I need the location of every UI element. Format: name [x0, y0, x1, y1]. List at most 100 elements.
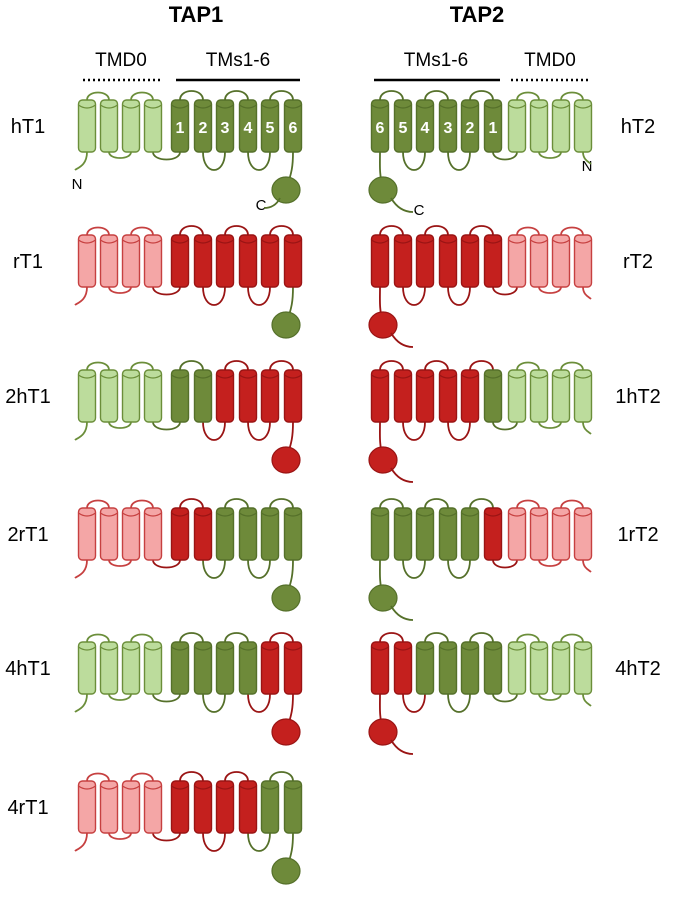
core-loop: [224, 225, 249, 236]
core-helix-2-cap: [394, 512, 412, 517]
tmd0-helix-2-cap: [100, 374, 118, 379]
tmd0-helix-2: [99, 234, 119, 288]
core-helix-5: [260, 507, 280, 561]
tmd0-helix-4: [143, 369, 163, 423]
tmd0-helix-4: [573, 99, 593, 153]
core-helix-6-cap: [484, 239, 502, 244]
tmd0-helix-4-cap: [144, 785, 162, 790]
tmd0-helix-4-cap: [574, 104, 592, 109]
tmd0-helix-1: [77, 641, 97, 695]
core-helix-3: [415, 507, 435, 561]
core-helix-4: [438, 507, 458, 561]
tmd0-helix-2: [99, 780, 119, 834]
core-helix-1-cap: [371, 646, 389, 651]
n-terminal-tail: [582, 151, 592, 165]
tmd0-helix-1-cap: [78, 239, 96, 244]
tmd0-helix-3-cap: [552, 512, 570, 517]
nbd-domain: [271, 718, 301, 746]
core-helix-1: [170, 780, 190, 834]
core-loop: [247, 151, 271, 171]
core-helix-6-cap: [284, 374, 302, 379]
helix-number-label: 6: [289, 120, 298, 137]
core-helix-5-cap: [261, 646, 279, 651]
core-helix-3-cap: [416, 104, 434, 109]
core-helix-2-cap: [394, 104, 412, 109]
tmd0-loop: [538, 693, 562, 701]
tmd0-core-linker: [492, 151, 518, 161]
core-loop: [447, 559, 471, 579]
tmd0-helix-4: [143, 780, 163, 834]
tmd0-loop: [516, 91, 540, 101]
core-loop: [269, 498, 294, 509]
tmd0-loop: [560, 226, 584, 236]
tmd0-loop: [560, 633, 584, 643]
tap1-tmd0-header: TMD0: [95, 50, 147, 71]
tmd0-helix-3-cap: [122, 239, 140, 244]
core-helix-5-cap: [261, 239, 279, 244]
core-loop: [179, 498, 204, 509]
core-helix-2: [393, 234, 413, 288]
nbd-domain: [368, 311, 398, 339]
tmd0-loop: [538, 286, 562, 294]
helix-number-label: 5: [266, 120, 275, 137]
tmd0-helix-3: [551, 641, 571, 695]
core-helix-6: [483, 641, 503, 695]
tmd0-helix-1-cap: [508, 646, 526, 651]
n-terminal-tail: [74, 693, 88, 713]
core-loop: [402, 151, 426, 171]
tmd0-helix-3: [121, 507, 141, 561]
tmd0-loop: [86, 772, 110, 782]
tmd0-core-linker: [152, 559, 181, 569]
core-helix-4: [238, 780, 258, 834]
core-helix-5-cap: [261, 374, 279, 379]
tmd0-helix-2-cap: [530, 512, 548, 517]
core-helix-6-cap: [284, 512, 302, 517]
core-helix-5: [460, 99, 480, 153]
tmd0-helix-4-cap: [574, 239, 592, 244]
nbd-domain: [368, 718, 398, 746]
tmd0-helix-2: [529, 641, 549, 695]
core-helix-2: [393, 99, 413, 153]
topology-4hT2: [368, 632, 593, 755]
core-helix-5-cap: [261, 785, 279, 790]
core-helix-1: [370, 234, 390, 288]
core-helix-2: [193, 507, 213, 561]
core-loop: [202, 559, 226, 579]
c-terminal-tail: [390, 605, 414, 621]
row-label-1hT2: 1hT2: [615, 386, 661, 408]
core-helix-4: [438, 641, 458, 695]
core-helix-4: [438, 369, 458, 423]
c-terminal-tail: [390, 332, 414, 348]
core-helix-1: [170, 99, 190, 153]
helix-number-label: 1: [176, 120, 185, 137]
tmd0-helix-1-cap: [508, 104, 526, 109]
tmd0-loop: [560, 499, 584, 509]
nbd-domain: [271, 584, 301, 612]
nbd-domain: [271, 857, 301, 885]
tmd0-helix-1: [507, 507, 527, 561]
tap1-row-labels: hT1 rT1 2hT1 2rT1 4hT1 4rT1: [5, 116, 51, 819]
core-loop: [269, 90, 294, 101]
helix-number-label: 3: [444, 120, 453, 137]
core-helix-2: [193, 641, 213, 695]
tmd0-helix-2: [99, 507, 119, 561]
core-helix-3-cap: [416, 374, 434, 379]
row-label-2hT1: 2hT1: [5, 386, 51, 408]
tmd0-loop: [516, 633, 540, 643]
core-helix-4-cap: [439, 239, 457, 244]
core-loop: [224, 498, 249, 509]
core-loop: [247, 286, 271, 306]
tmd0-loop: [516, 361, 540, 371]
core-loop: [269, 360, 294, 371]
tmd0-helix-2-cap: [530, 374, 548, 379]
core-helix-3: [215, 99, 235, 153]
core-helix-5: [460, 369, 480, 423]
tap1-n-terminus-label: N: [72, 176, 83, 193]
core-helix-6-cap: [484, 512, 502, 517]
row-label-4hT1: 4hT1: [5, 658, 51, 680]
tap2-title: TAP2: [450, 2, 505, 27]
tmd0-loop: [538, 559, 562, 567]
tmd0-helix-2-cap: [100, 646, 118, 651]
row-label-1rT2: 1rT2: [617, 524, 658, 546]
